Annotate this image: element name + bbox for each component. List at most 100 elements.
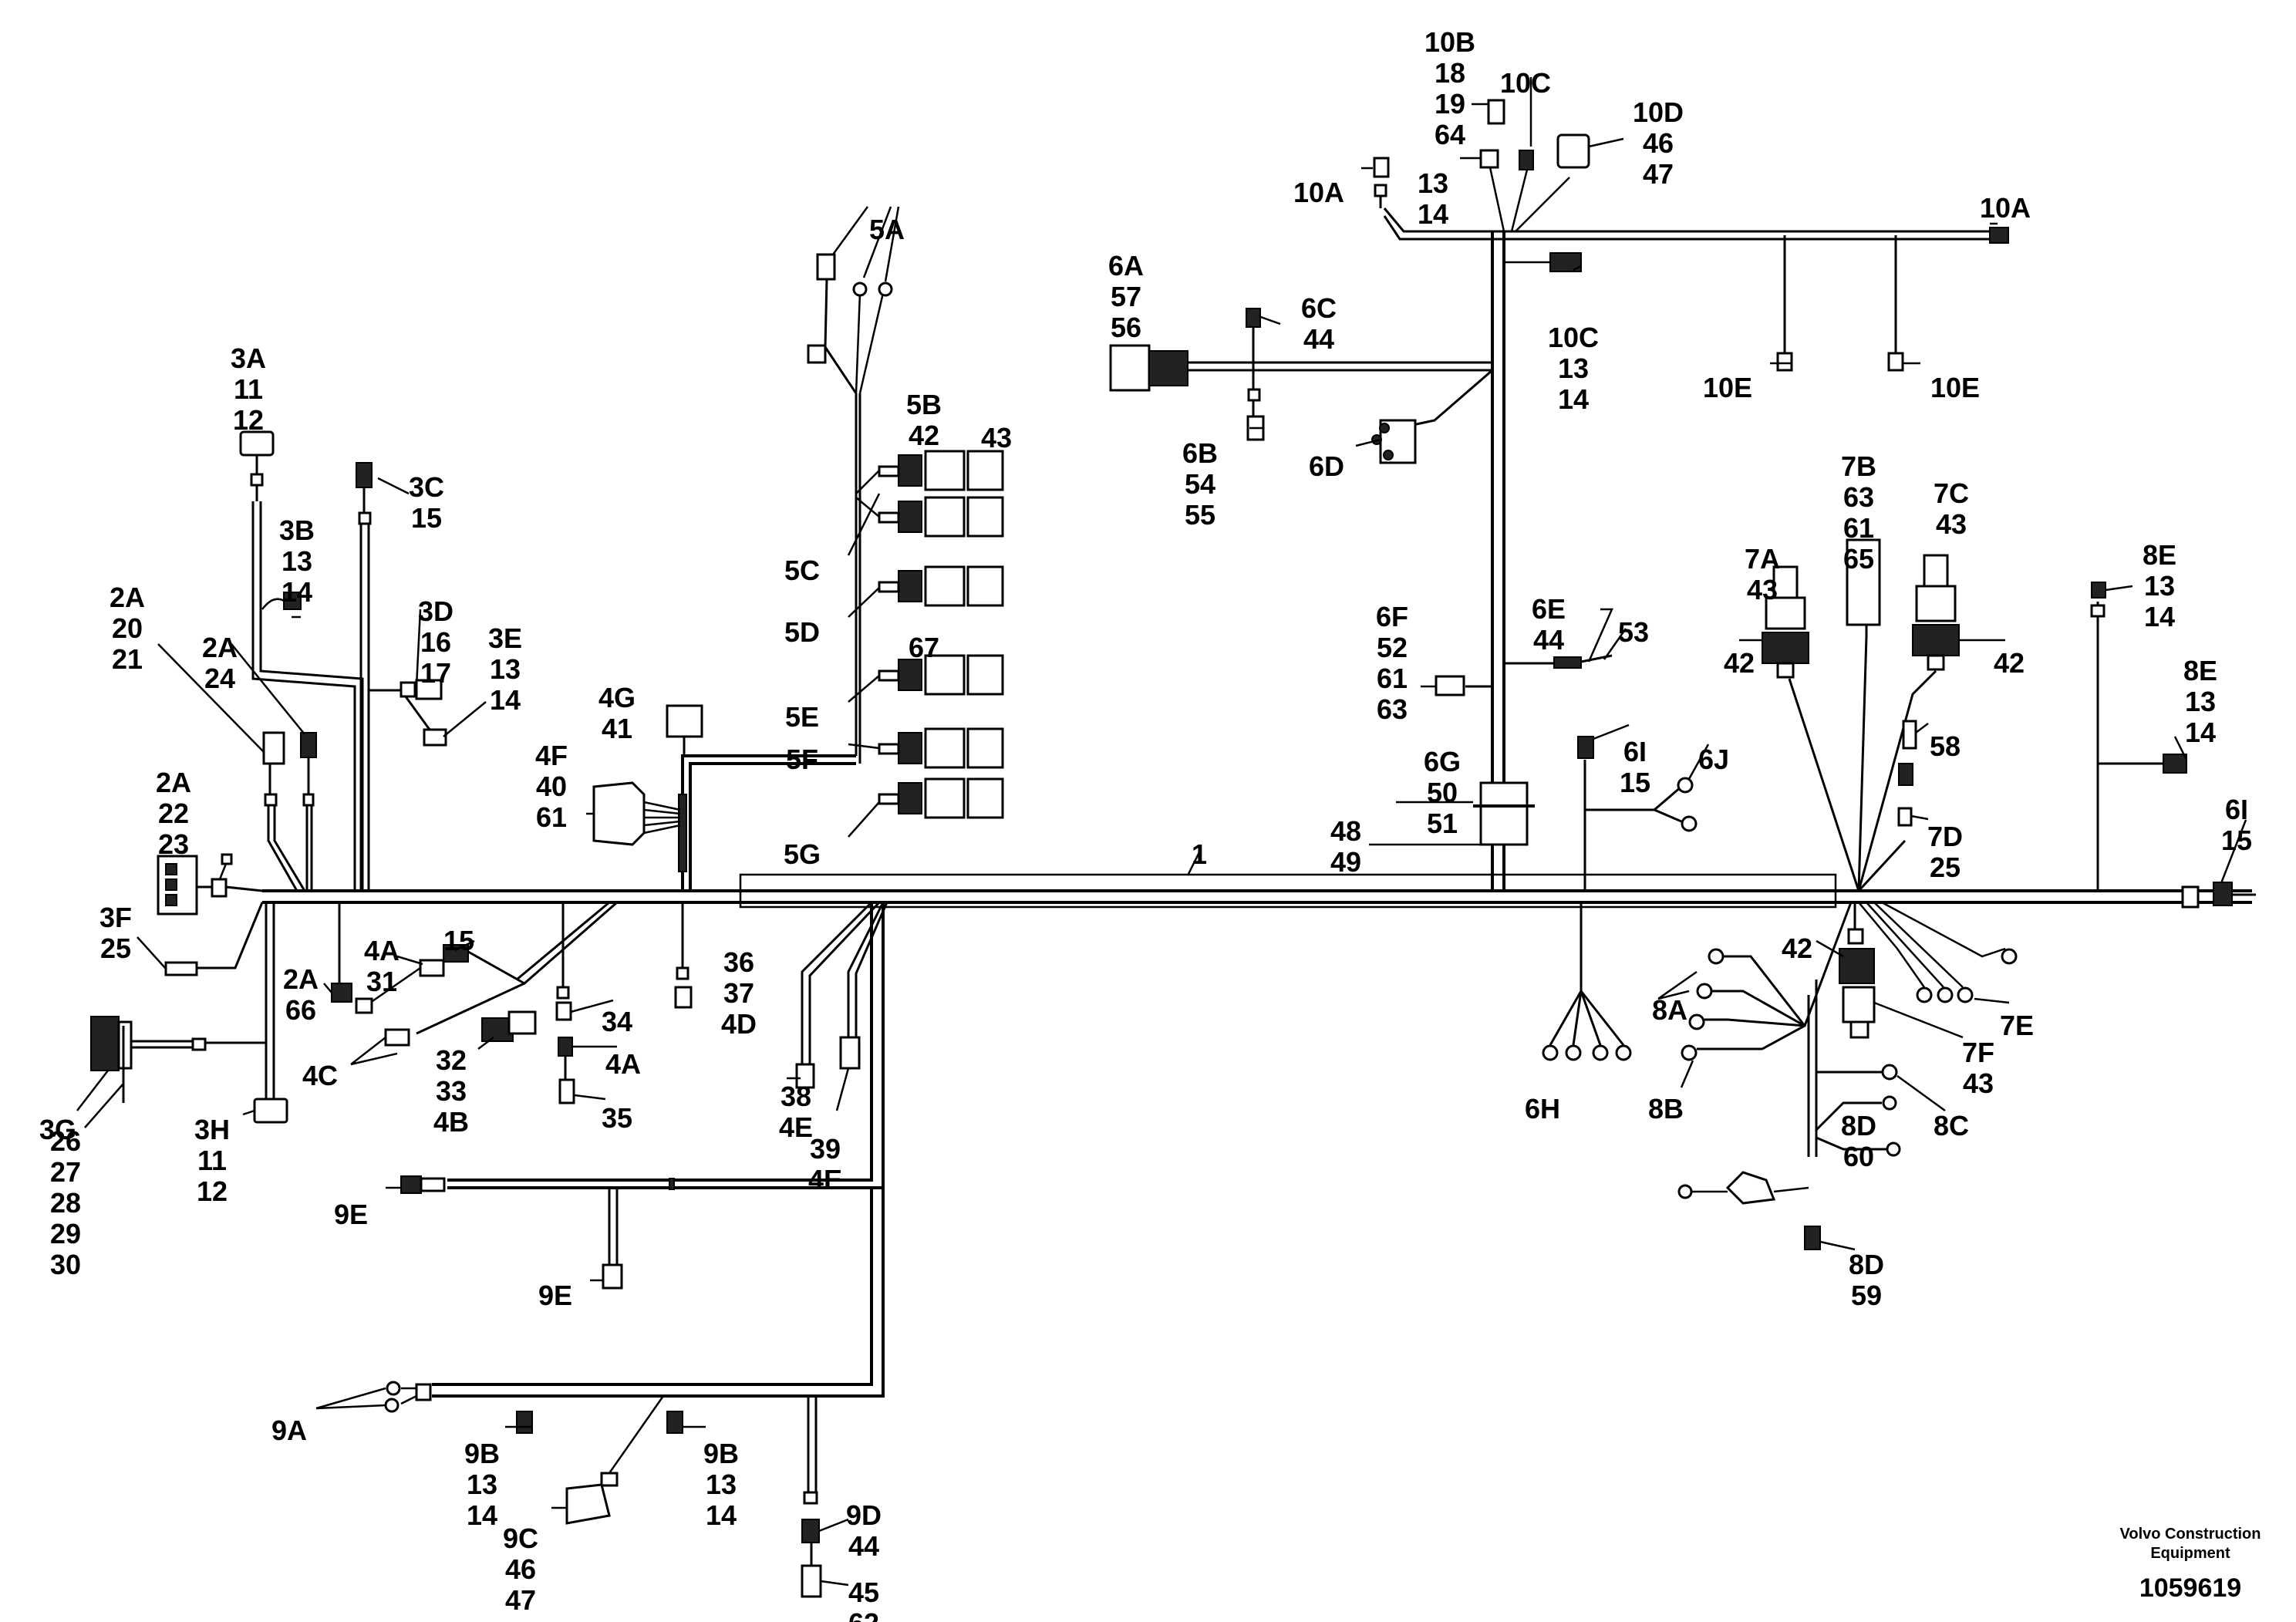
callout-text: 13 (490, 653, 521, 685)
callout-text: 23 (158, 828, 189, 860)
callout-text: 42 (909, 420, 939, 451)
callout-text: 25 (1930, 851, 1961, 883)
title-block: Volvo Construction Equipment 1059619 (2120, 1526, 2261, 1603)
callout-text: 6I (1623, 736, 1647, 767)
callout-c10E_right: 10E (1930, 372, 1980, 403)
callout-text: 5C (784, 555, 820, 586)
company-name-line2: Equipment (2150, 1545, 2230, 1562)
callout-c53: 53 (1618, 616, 1649, 648)
callout-text: 4E (779, 1111, 813, 1143)
callout-text: 4G (598, 682, 636, 713)
callout-text: 7E (2000, 1010, 2034, 1041)
callout-text: 55 (1185, 499, 1215, 531)
callout-text: 5D (784, 616, 820, 648)
callout-text: 63 (1377, 693, 1408, 725)
callout-text: 42 (1994, 647, 2025, 679)
callout-text: 5E (785, 701, 819, 733)
callout-text: 13 (706, 1469, 737, 1500)
callout-text: 64 (1435, 119, 1465, 150)
callout-text: 1 (1192, 838, 1207, 870)
callout-c5C: 5C (784, 555, 820, 586)
callout-text: 47 (1643, 158, 1674, 190)
callout-text: 49 (1330, 846, 1361, 878)
branch-4F-4G (592, 704, 856, 891)
callout-text: 8B (1648, 1093, 1684, 1125)
callout-text: 4D (721, 1008, 757, 1040)
callout-text: 50 (1427, 777, 1458, 808)
callout-text: 5A (869, 214, 905, 245)
callout-c6H: 6H (1525, 1093, 1560, 1125)
callout-text: 46 (505, 1553, 536, 1585)
callout-text: 27 (50, 1156, 81, 1188)
callout-text: 14 (282, 576, 312, 608)
callout-text: 9C (503, 1523, 538, 1554)
callout-c5A: 5A (869, 214, 905, 245)
callout-text: 5F (786, 744, 818, 775)
callout-text: 24 (204, 663, 235, 694)
callout-text: 10C (1548, 322, 1599, 353)
callout-text: 25 (100, 932, 131, 964)
callout-text: 4A (605, 1048, 641, 1080)
callout-c5F: 5F (786, 744, 818, 775)
callout-c58: 58 (1930, 730, 1961, 762)
callout-text: 7A (1745, 543, 1780, 575)
callout-text: 8E (2183, 655, 2217, 686)
callout-text: 2A (156, 767, 191, 798)
callout-text: 7C (1934, 477, 1969, 509)
callout-text: 30 (50, 1249, 81, 1280)
callout-text: 14 (2144, 601, 2175, 632)
callout-text: 9B (703, 1438, 739, 1469)
callout-c1: 1 (1192, 838, 1207, 870)
callout-text: 6J (1698, 744, 1729, 775)
callout-text: 9B (464, 1438, 500, 1469)
callout-text: 42 (1782, 932, 1812, 964)
callout-text: 10C (1500, 67, 1551, 99)
callout-text: 3H (194, 1114, 230, 1145)
callout-text: 4F (535, 740, 568, 771)
callout-text: 5B (906, 389, 942, 420)
callout-text: 56 (1111, 312, 1141, 343)
callout-text: 14 (490, 684, 521, 716)
callout-text: 21 (112, 643, 143, 675)
drawing-number: 1059619 (2139, 1573, 2241, 1603)
callout-text: 8A (1652, 994, 1687, 1026)
callout-text: 12 (197, 1175, 228, 1207)
callout-text: 14 (467, 1499, 497, 1531)
callout-text: 10E (1930, 372, 1980, 403)
main-harness (262, 873, 2256, 909)
callout-text: 6H (1525, 1093, 1560, 1125)
callout-text: 63 (1843, 481, 1874, 513)
callout-text: 14 (1418, 198, 1448, 230)
callout-text: 10A (1980, 192, 2031, 224)
callout-text: 3C (409, 471, 444, 503)
callout-text: 10E (1703, 372, 1752, 403)
branch-4 (355, 901, 693, 1104)
callout-text: 2A (283, 963, 319, 995)
callout-c67: 67 (909, 632, 939, 663)
company-name-line1: Volvo Construction (2120, 1526, 2261, 1543)
callout-text: 3A (231, 342, 266, 374)
callout-c42_left: 42 (1724, 647, 1755, 679)
callout-text: 57 (1111, 281, 1141, 312)
callout-c10E_left: 10E (1703, 372, 1752, 403)
callout-text: 11 (234, 373, 263, 405)
callout-text: 6C (1301, 292, 1337, 324)
